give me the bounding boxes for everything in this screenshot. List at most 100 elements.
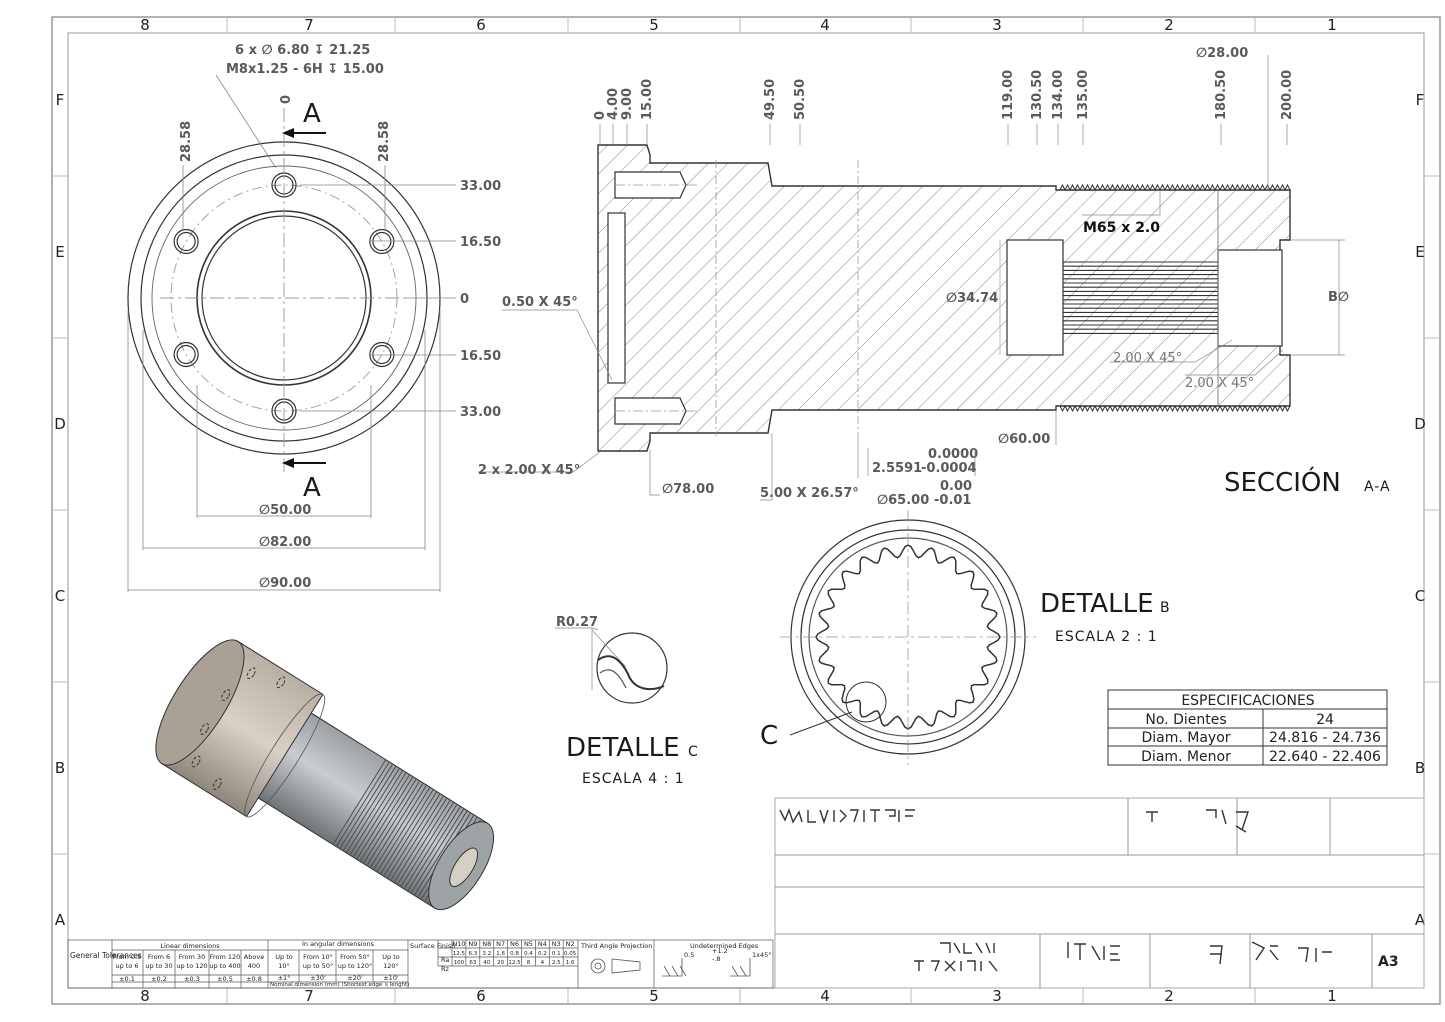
iso-thread-line	[342, 765, 397, 852]
tol-ra-value: 0.2	[538, 951, 547, 957]
tol-linear-range: up to 400	[209, 962, 240, 970]
spec-row-3-label: Diam. Menor	[1141, 749, 1231, 765]
section-ordinate-label: 49.50	[763, 79, 778, 120]
detail-b-labels: DETALLE B ESCALA 2 : 1 C	[760, 589, 1171, 751]
section-letter-top: A	[303, 99, 321, 129]
detail-b-letter: B	[1160, 600, 1171, 616]
zone-col-bottom: 5	[649, 987, 659, 1005]
section-ordinate-label: 15.00	[640, 79, 655, 120]
zone-col-top: 7	[304, 16, 314, 34]
detail-b-scale: ESCALA 2 : 1	[1055, 629, 1158, 645]
iso-thread-line	[407, 806, 461, 892]
iso-thread-line	[362, 778, 417, 864]
title-block-marks	[779, 807, 1332, 972]
zone-row-left: F	[56, 91, 65, 109]
detail-b-title: DETALLE	[1040, 589, 1154, 619]
ord-top-zero: 0	[279, 95, 294, 104]
zone-row-right: D	[1414, 415, 1426, 433]
bolt-hole-inner	[176, 231, 196, 252]
tol-grade: N6	[510, 940, 519, 948]
tol-mm-upper: 0.00	[940, 479, 972, 494]
tol-linear-title: Linear dimensions	[160, 942, 220, 950]
dia-78: ∅78.00	[662, 482, 714, 497]
iso-thread-line	[373, 784, 427, 871]
section-view-labels: ∅28.00 M65 x 2.0 0.50 X 45° ∅34.74 B∅ 2 …	[478, 46, 1390, 508]
zone-col-bottom: 6	[476, 987, 486, 1005]
detail-c-callout: C	[760, 721, 778, 751]
section-ordinate-label: 0	[593, 111, 608, 120]
section-ordinate-label: 200.00	[1280, 70, 1295, 120]
zone-col-bottom: 2	[1164, 987, 1174, 1005]
detail-c-radius: R0.27	[556, 615, 598, 630]
tol-linear-range: From 0.5	[113, 953, 142, 961]
isometric-view	[155, 639, 495, 911]
tol-ra-value: 0.4	[524, 951, 533, 957]
chamfer-500: 5.00 X 26.57°	[760, 486, 859, 501]
tol-ra-value: 0.1	[552, 951, 561, 957]
detail-c-title: DETALLE	[566, 733, 680, 763]
spec-row-2-value: 24.816 - 24.736	[1269, 730, 1381, 746]
tol-inch-upper: 0.0000	[928, 447, 978, 462]
zone-row-right: A	[1415, 911, 1426, 929]
tol-ra-value: 6.3	[468, 951, 477, 957]
detail-c-scale: ESCALA 4 : 1	[582, 771, 685, 787]
hole-callout-thread: M8x1.25 - 6H ↧ 15.00	[226, 62, 384, 77]
dia-82: ∅82.00	[259, 535, 311, 550]
spec-table: ESPECIFICACIONES No. Dientes 24 Diam. Ma…	[1107, 689, 1388, 766]
section-ordinate-label: 119.00	[1001, 70, 1016, 120]
section-ordinate-label: 135.00	[1076, 70, 1091, 120]
tol-mm-nominal: ∅65.00	[877, 493, 929, 508]
zone-col-top: 4	[820, 16, 830, 34]
dia-60: ∅60.00	[998, 432, 1050, 447]
chamfer-2x: 2 x 2.00 X 45°	[478, 463, 580, 478]
iso-thread-line	[386, 793, 441, 879]
iso-thread-line	[379, 789, 434, 875]
section-ordinate-label: 134.00	[1051, 70, 1066, 120]
tol-linear-value: ±0.1	[119, 975, 135, 983]
tol-edges: Undetermined Edges	[690, 942, 759, 950]
ord-y-5: 33.00	[460, 405, 501, 420]
ord-y-4: 16.50	[460, 349, 501, 364]
hole-callout-count: 6 x ∅ 6.80 ↧ 21.25	[235, 43, 370, 58]
section-ordinate-label: 4.00	[606, 88, 621, 120]
tol-ra-value: 0.05	[564, 951, 577, 957]
tol-grade: N8	[482, 940, 491, 948]
bolt-hole-outer	[173, 228, 199, 255]
tol-ra-value: 3.2	[482, 951, 491, 957]
tol-linear-range: Above	[244, 953, 264, 961]
tol-linear-value: ±0.3	[184, 975, 200, 983]
title-block	[774, 797, 1425, 989]
bolt-hole-outer	[173, 341, 199, 368]
tol-angular-value: ±20'	[347, 974, 363, 982]
tol-general: General Tolerances	[70, 951, 142, 960]
detail-c-letter: C	[688, 744, 699, 760]
tol-angular-range: up to 50°	[303, 962, 333, 970]
tol-grade: N10	[452, 940, 465, 948]
zone-col-top: 5	[649, 16, 659, 34]
bolt-hole-outer	[271, 398, 297, 424]
spec-row-2-label: Diam. Mayor	[1141, 730, 1230, 746]
iso-thread-line	[335, 761, 390, 847]
bolt-hole-inner	[372, 231, 392, 252]
tol-rz-value: 20	[497, 960, 504, 966]
tol-ra-value: 0.8	[510, 951, 519, 957]
tol-rz-value: 4	[541, 960, 545, 966]
tol-grade: N2	[566, 940, 575, 948]
tol-surface: Surface Finish	[410, 942, 455, 950]
tol-linear-value: ±0.8	[246, 975, 262, 983]
tolerance-block-text: General Tolerances Linear dimensions In …	[70, 940, 772, 988]
iso-thread-line	[339, 763, 394, 850]
tol-rz-label: Rz	[441, 965, 450, 973]
thread-teeth-bottom	[1059, 404, 1291, 413]
tolerance-block	[67, 939, 774, 989]
tol-linear-value: ±0.2	[151, 975, 167, 983]
iso-thread-line	[413, 810, 468, 896]
tol-grade: N5	[524, 940, 533, 948]
iso-thread-line	[396, 799, 451, 886]
dia-50: ∅50.00	[259, 503, 311, 518]
tol-edge-value: 1x45°	[752, 951, 772, 959]
section-letter-bottom: A	[303, 473, 321, 503]
bolt-hole-inner	[372, 344, 392, 365]
